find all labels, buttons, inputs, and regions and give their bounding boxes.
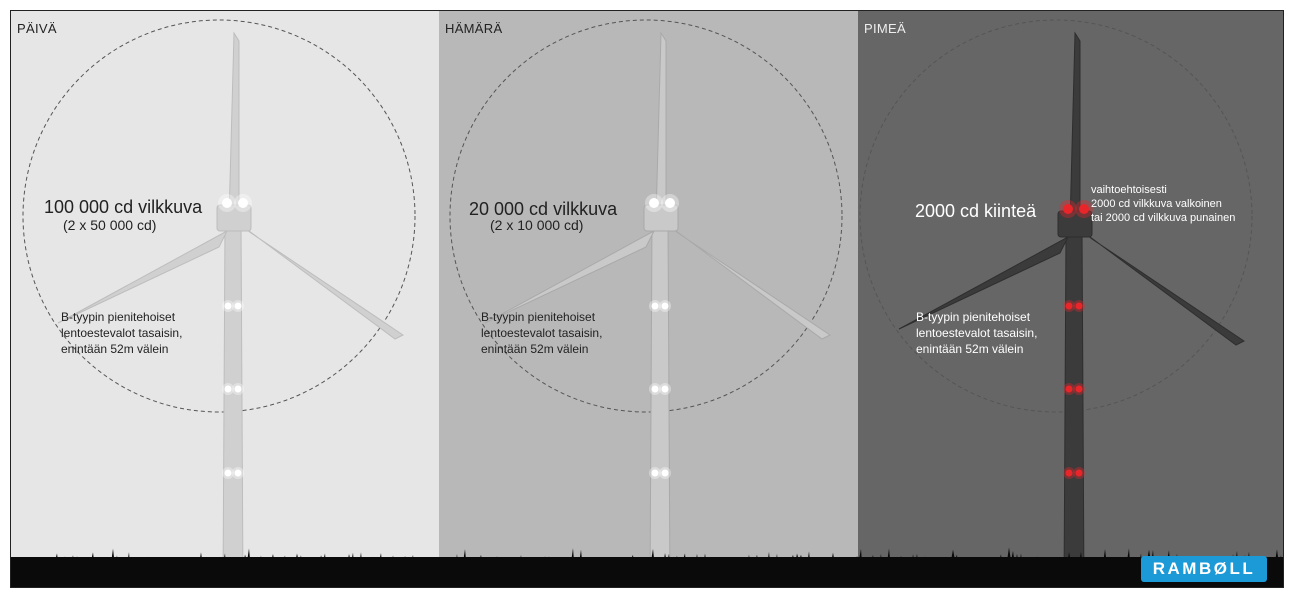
b-light-label-dusk: B-tyypin pienitehoiset lentoestevalot ta… xyxy=(481,310,603,356)
panel-title-night: PIMEÄ xyxy=(864,21,906,36)
blade xyxy=(1081,230,1245,346)
tower-light xyxy=(1065,469,1073,477)
tower-light xyxy=(1075,469,1083,477)
nacelle xyxy=(1057,210,1093,238)
tower-light xyxy=(234,302,242,310)
light-range-circle xyxy=(449,19,843,413)
panel-dusk: HÄMÄRÄ 20 000 cd vilkkuva (2 x 10 000 cd… xyxy=(439,11,858,587)
ground-base xyxy=(11,557,1283,587)
blade xyxy=(667,224,831,340)
tower-light xyxy=(661,385,669,393)
obstacle-light xyxy=(649,198,659,208)
light-range-circle xyxy=(22,19,416,413)
diagram-frame: PÄIVÄ 100 000 cd vilkkuva (2 x 50 000 cd… xyxy=(10,10,1284,588)
blade xyxy=(1069,31,1081,226)
tower-light xyxy=(224,302,232,310)
obstacle-light xyxy=(222,198,232,208)
obstacle-light xyxy=(238,198,248,208)
forest-silhouette xyxy=(11,547,1283,587)
obstacle-light xyxy=(665,198,675,208)
main-light-sub-day: (2 x 50 000 cd) xyxy=(63,217,157,233)
ramboll-logo: RAMBØLL xyxy=(1141,556,1267,582)
tower-light xyxy=(224,469,232,477)
b-light-label-day: B-tyypin pienitehoiset lentoestevalot ta… xyxy=(61,310,183,356)
panel-title-dusk: HÄMÄRÄ xyxy=(445,21,503,36)
blade xyxy=(240,224,404,340)
b-light-label-night: B-tyypin pienitehoiset lentoestevalot ta… xyxy=(916,310,1038,356)
blade xyxy=(228,31,240,220)
main-light-label-night: 2000 cd kiinteä xyxy=(915,201,1037,221)
alt-light-label-night: vaihtoehtoisesti 2000 cd vilkkuva valkoi… xyxy=(1091,184,1236,224)
turbine-dusk xyxy=(449,19,843,587)
blade xyxy=(57,229,229,324)
nacelle xyxy=(643,204,679,232)
tower-light xyxy=(1075,302,1083,310)
main-light-label-day: 100 000 cd vilkkuva xyxy=(44,197,203,217)
light-range-circle xyxy=(859,19,1253,413)
panel-day: PÄIVÄ 100 000 cd vilkkuva (2 x 50 000 cd… xyxy=(11,11,439,587)
panel-night: PIMEÄ 2000 cd kiinteä vaihtoehtoisesti 2… xyxy=(858,11,1283,587)
tower-light xyxy=(661,469,669,477)
obstacle-light xyxy=(1079,204,1089,214)
turbine-night xyxy=(859,19,1253,587)
main-light-label-dusk: 20 000 cd vilkkuva xyxy=(469,199,618,219)
blade xyxy=(898,235,1070,330)
turbine-day xyxy=(22,19,416,587)
tower-light xyxy=(1075,385,1083,393)
blade xyxy=(484,229,656,324)
tower-light xyxy=(651,385,659,393)
tower-light xyxy=(1065,385,1073,393)
tower-light xyxy=(1065,302,1073,310)
obstacle-light xyxy=(1063,204,1073,214)
panel-title-day: PÄIVÄ xyxy=(17,21,57,36)
tower-light xyxy=(661,302,669,310)
nacelle xyxy=(216,204,252,232)
tower-light xyxy=(651,469,659,477)
blade xyxy=(655,31,667,220)
tower-light xyxy=(234,469,242,477)
main-light-sub-dusk: (2 x 10 000 cd) xyxy=(490,217,584,233)
tower-light xyxy=(651,302,659,310)
tower-light xyxy=(234,385,242,393)
tower-light xyxy=(224,385,232,393)
